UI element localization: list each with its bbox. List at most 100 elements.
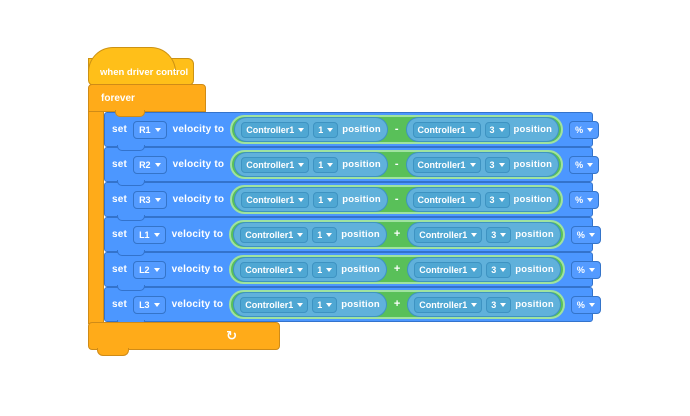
position-label: position xyxy=(515,299,554,310)
controller-position-reporter[interactable]: Controller1 3 position xyxy=(405,117,560,142)
chevron-down-icon xyxy=(588,302,595,307)
operator-sign: + xyxy=(393,228,401,240)
axis-dropdown[interactable]: 3 xyxy=(486,226,512,243)
set-velocity-block-l2[interactable]: set L2 velocity to Controller1 1 positio… xyxy=(104,252,601,291)
chevron-down-icon xyxy=(498,162,505,167)
controller-position-reporter[interactable]: Controller1 1 position xyxy=(234,187,388,212)
axis-dropdown[interactable]: 3 xyxy=(484,156,510,173)
chevron-down-icon xyxy=(298,127,305,132)
arithmetic-operator-block[interactable]: Controller1 1 position - Controller1 xyxy=(230,115,564,144)
motor-dropdown-value: R1 xyxy=(139,124,151,135)
operator-sign: + xyxy=(393,263,401,275)
position-label: position xyxy=(342,159,381,170)
axis-dropdown[interactable]: 1 xyxy=(312,261,338,278)
controller-position-reporter[interactable]: Controller1 3 position xyxy=(407,222,561,247)
controller-position-reporter[interactable]: Controller1 1 position xyxy=(233,257,387,282)
motor-dropdown[interactable]: R3 xyxy=(133,190,167,209)
forever-block-header[interactable]: forever xyxy=(88,84,206,117)
position-label: position xyxy=(342,194,381,205)
arithmetic-operator-block[interactable]: Controller1 1 position + Controller1 xyxy=(229,290,565,319)
set-velocity-block-r3[interactable]: set R3 velocity to Controller1 1 positio… xyxy=(104,182,600,221)
controller-position-reporter[interactable]: Controller1 3 position xyxy=(405,152,560,177)
controller-dropdown[interactable]: Controller1 xyxy=(240,296,309,313)
controller-position-reporter[interactable]: Controller1 1 position xyxy=(233,222,387,247)
axis-dropdown[interactable]: 3 xyxy=(484,191,510,208)
motor-dropdown[interactable]: L2 xyxy=(133,260,166,279)
arithmetic-operator-block[interactable]: Controller1 1 position - Controller1 xyxy=(230,150,564,179)
axis-dropdown-value: 1 xyxy=(317,264,323,275)
unit-dropdown[interactable]: % xyxy=(569,155,600,174)
set-velocity-block-l1[interactable]: set L1 velocity to Controller1 1 positio… xyxy=(104,217,601,256)
set-label: set xyxy=(112,194,128,205)
axis-dropdown[interactable]: 1 xyxy=(313,191,339,208)
set-velocity-block-l3[interactable]: set L3 velocity to Controller1 1 positio… xyxy=(104,287,601,326)
velocity-to-label: velocity to xyxy=(171,299,224,310)
arithmetic-operator-block[interactable]: Controller1 1 position - Controller1 xyxy=(230,185,564,214)
position-label: position xyxy=(513,194,553,205)
chevron-down-icon xyxy=(326,267,333,272)
controller-dropdown[interactable]: Controller1 xyxy=(412,156,481,173)
controller-position-reporter[interactable]: Controller1 1 position xyxy=(234,117,388,142)
unit-dropdown-value: % xyxy=(575,159,584,170)
controller-dropdown[interactable]: Controller1 xyxy=(241,191,310,208)
motor-dropdown-value: R3 xyxy=(139,194,151,205)
chevron-down-icon xyxy=(153,267,160,272)
controller-position-reporter[interactable]: Controller1 1 position xyxy=(234,152,388,177)
motor-dropdown[interactable]: L1 xyxy=(133,225,166,244)
controller-dropdown[interactable]: Controller1 xyxy=(412,121,481,138)
controller-dropdown[interactable]: Controller1 xyxy=(414,296,483,313)
unit-dropdown[interactable]: % xyxy=(570,225,601,244)
axis-dropdown[interactable]: 1 xyxy=(312,226,338,243)
chevron-down-icon xyxy=(588,267,595,272)
position-label: position xyxy=(341,299,380,310)
controller-position-reporter[interactable]: Controller1 3 position xyxy=(405,187,560,212)
when-driver-control-hat-block[interactable]: when driver control xyxy=(88,47,194,91)
arithmetic-operator-block[interactable]: Controller1 1 position + Controller1 xyxy=(229,220,565,249)
axis-dropdown[interactable]: 1 xyxy=(313,156,339,173)
axis-dropdown[interactable]: 1 xyxy=(313,121,339,138)
motor-dropdown[interactable]: L3 xyxy=(133,295,166,314)
controller-dropdown[interactable]: Controller1 xyxy=(412,191,481,208)
set-velocity-block-r2[interactable]: set R2 velocity to Controller1 1 positio… xyxy=(104,147,600,186)
controller-dropdown[interactable]: Controller1 xyxy=(414,261,483,278)
unit-dropdown[interactable]: % xyxy=(569,190,600,209)
axis-dropdown-value: 3 xyxy=(491,264,497,275)
axis-dropdown-value: 3 xyxy=(491,299,497,310)
velocity-to-label: velocity to xyxy=(171,229,224,240)
position-label: position xyxy=(341,264,380,275)
axis-dropdown[interactable]: 3 xyxy=(486,261,512,278)
controller-dropdown[interactable]: Controller1 xyxy=(241,121,310,138)
chevron-down-icon xyxy=(471,232,478,237)
controller-dropdown[interactable]: Controller1 xyxy=(414,226,483,243)
arithmetic-operator-block[interactable]: Controller1 1 position + Controller1 xyxy=(229,255,565,284)
forever-block-footer[interactable]: ↻ xyxy=(88,322,280,356)
chevron-down-icon xyxy=(469,162,476,167)
chevron-down-icon xyxy=(471,267,478,272)
set-velocity-block-r1[interactable]: set R1 velocity to Controller1 1 positio… xyxy=(104,112,600,151)
chevron-down-icon xyxy=(298,197,305,202)
controller-dropdown[interactable]: Controller1 xyxy=(240,226,309,243)
axis-dropdown[interactable]: 3 xyxy=(484,121,510,138)
axis-dropdown-value: 3 xyxy=(491,229,497,240)
axis-dropdown-value: 1 xyxy=(317,229,323,240)
motor-dropdown[interactable]: R1 xyxy=(133,120,167,139)
controller-position-reporter[interactable]: Controller1 1 position xyxy=(233,292,387,317)
axis-dropdown[interactable]: 3 xyxy=(486,296,512,313)
axis-dropdown[interactable]: 1 xyxy=(312,296,338,313)
unit-dropdown[interactable]: % xyxy=(570,295,601,314)
chevron-down-icon xyxy=(153,232,160,237)
controller-dropdown[interactable]: Controller1 xyxy=(241,156,310,173)
chevron-down-icon xyxy=(500,302,507,307)
motor-dropdown[interactable]: R2 xyxy=(133,155,167,174)
controller-dropdown-value: Controller1 xyxy=(246,124,295,135)
controller-position-reporter[interactable]: Controller1 3 position xyxy=(407,292,561,317)
unit-dropdown[interactable]: % xyxy=(570,260,601,279)
controller-dropdown[interactable]: Controller1 xyxy=(240,261,309,278)
chevron-down-icon xyxy=(297,302,304,307)
controller-position-reporter[interactable]: Controller1 3 position xyxy=(407,257,561,282)
unit-dropdown[interactable]: % xyxy=(569,120,600,139)
chevron-down-icon xyxy=(500,232,507,237)
position-label: position xyxy=(513,124,553,135)
chevron-down-icon xyxy=(154,162,161,167)
